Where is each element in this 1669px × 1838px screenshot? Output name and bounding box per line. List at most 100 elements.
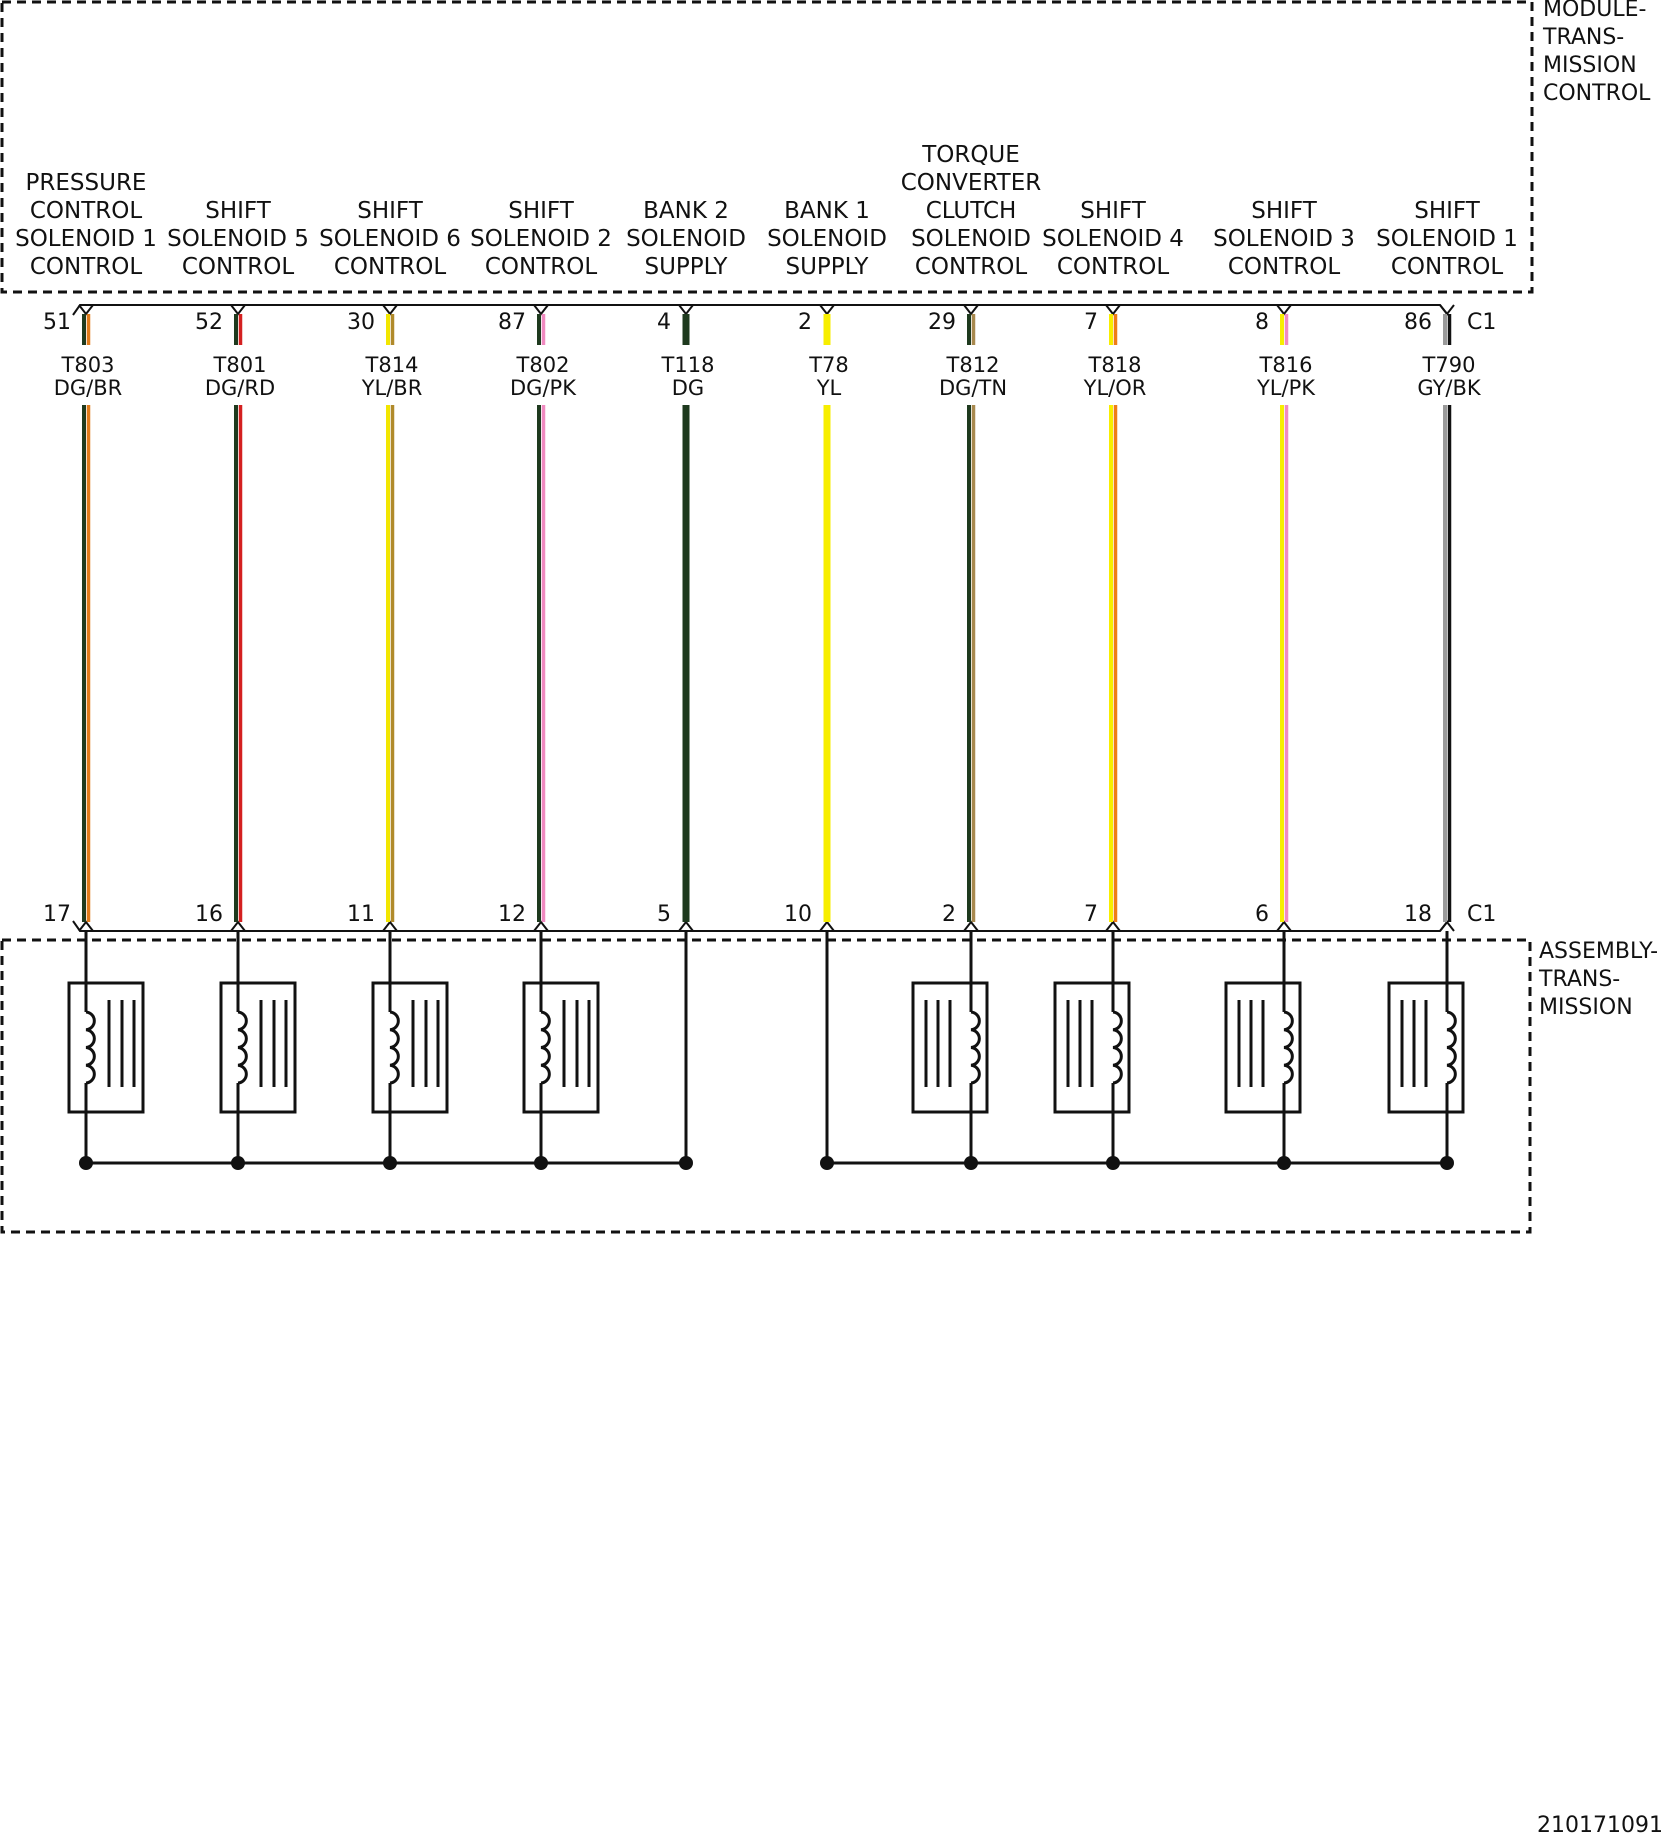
circuit-function-line: CONTROL: [485, 254, 598, 280]
solenoid-body: [371, 981, 449, 1114]
module-terminal: [678, 304, 694, 316]
circuit-function-line: SHIFT: [1251, 198, 1318, 224]
assembly-pin-number: 2: [942, 902, 956, 927]
assembly-terminal: [678, 920, 694, 932]
circuit-number: T814: [365, 353, 419, 377]
assembly-pin-number: 12: [498, 902, 526, 927]
module-boundary: [0, 0, 1534, 294]
wire-color-code: DG: [672, 376, 704, 400]
assembly-pin-number: 5: [657, 902, 671, 927]
module-pin-number: 8: [1255, 310, 1269, 335]
wire-color-code: DG/RD: [205, 376, 275, 400]
assembly-boundary: [0, 938, 1532, 1234]
circuit-function-line: SOLENOID 3: [1213, 226, 1355, 252]
circuit-number: T78: [808, 353, 849, 377]
circuit-function-line: SHIFT: [357, 198, 424, 224]
module-title-line: MODULE-: [1543, 0, 1646, 22]
wire-color-code: YL: [816, 376, 842, 400]
assembly-connector-label: C1: [1467, 902, 1496, 927]
module-terminal: [230, 304, 246, 316]
assembly-terminal: [382, 920, 398, 932]
assembly-title: ASSEMBLY- TRANS- MISSION: [1538, 939, 1665, 1020]
module-pin-number: 2: [798, 310, 812, 335]
module-pin-number: 29: [928, 310, 956, 335]
circuit-function-line: SUPPLY: [786, 254, 870, 280]
circuit-number: T790: [1422, 353, 1476, 377]
module-terminal: [1105, 304, 1121, 316]
module-pin-number: 87: [498, 310, 526, 335]
assembly-terminal: [78, 920, 94, 932]
module-pin-number: 52: [195, 310, 223, 335]
assembly-pin-number: 11: [347, 902, 375, 927]
circuit-function-line: SUPPLY: [645, 254, 729, 280]
module-connector-c1: [72, 304, 1449, 316]
module-title: MODULE- TRANS- MISSION CONTROL: [1542, 0, 1653, 106]
circuit-function-line: BANK 1: [784, 198, 870, 224]
module-pin-number: 30: [347, 310, 375, 335]
module-terminal: [1439, 304, 1455, 316]
assembly-pin-number: 18: [1404, 902, 1432, 927]
assembly-pin-number: 10: [784, 902, 812, 927]
circuit-function-line: CONTROL: [30, 254, 143, 280]
diagram-id: 210171091: [1537, 1813, 1663, 1838]
circuit-function-line: TORQUE: [921, 142, 1020, 168]
module-terminal: [78, 304, 94, 316]
module-terminal: [1276, 304, 1292, 316]
circuit-number: T818: [1088, 353, 1142, 377]
circuit-number: T802: [516, 353, 570, 377]
circuit-number: T118: [661, 353, 715, 377]
module-pin-number: 86: [1404, 310, 1432, 335]
module-pin-number: 7: [1084, 310, 1098, 335]
circuit-function-line: CONTROL: [1057, 254, 1170, 280]
solenoid-coil: [1446, 1010, 1457, 1085]
wire-color-code: YL/BR: [361, 376, 423, 400]
circuit-number: T816: [1259, 353, 1313, 377]
circuit-function-line: SHIFT: [508, 198, 575, 224]
assembly-pin-number: 7: [1084, 902, 1098, 927]
module-title-line: MISSION: [1543, 53, 1637, 78]
assembly-title-line: ASSEMBLY-: [1539, 939, 1658, 964]
wire-color-code: DG/BR: [54, 376, 123, 400]
circuit-function-line: SHIFT: [1414, 198, 1481, 224]
solenoid-coil: [1112, 1010, 1123, 1085]
assembly-title-line: MISSION: [1539, 995, 1633, 1020]
circuit-function-line: SOLENOID 4: [1042, 226, 1184, 252]
assembly-connector-c1: [72, 920, 1449, 932]
circuit-function-line: SOLENOID: [911, 226, 1031, 252]
solenoid-body: [67, 981, 145, 1114]
module-pin-number: 51: [43, 310, 71, 335]
solenoid-coil: [970, 1010, 981, 1085]
module-terminal: [382, 304, 398, 316]
wire-color-code: YL/PK: [1256, 376, 1316, 400]
circuit-function-line: CONTROL: [334, 254, 447, 280]
circuit-function-line: CLUTCH: [926, 198, 1017, 224]
assembly-terminal: [230, 920, 246, 932]
assembly-pin-number: 16: [195, 902, 223, 927]
assembly-title-line: TRANS-: [1538, 967, 1620, 992]
solenoid-coil: [237, 1010, 248, 1085]
circuit-function-line: CONTROL: [1391, 254, 1504, 280]
circuit-function-line: CONTROL: [915, 254, 1028, 280]
circuit-function-line: SOLENOID: [767, 226, 887, 252]
circuit-function-line: BANK 2: [643, 198, 729, 224]
circuit-function-line: SHIFT: [1080, 198, 1147, 224]
assembly-pin-number: 6: [1255, 902, 1269, 927]
circuit-function-line: CONVERTER: [901, 170, 1042, 196]
assembly-terminal: [533, 920, 549, 932]
circuit-function-line: SOLENOID 6: [319, 226, 461, 252]
circuit-function-line: SOLENOID 1: [1376, 226, 1518, 252]
